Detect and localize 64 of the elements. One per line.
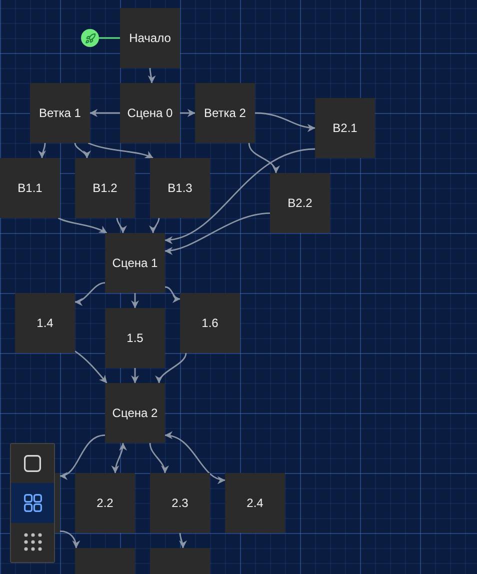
process-box [150,473,210,533]
node-label: Ветка 1 [39,106,81,120]
node-label: Сцена 0 [127,106,173,120]
process-box [105,308,165,368]
node-label: 2.4 [246,496,264,510]
connector-line [99,37,120,39]
arrow [112,442,127,474]
arrow [164,432,226,484]
process-box [15,293,75,353]
node-label: 1.4 [36,316,54,330]
node-label: B2.2 [288,196,312,210]
node-label: Начало [129,31,171,45]
process-box [195,83,255,143]
arrow [164,148,316,244]
arrow [131,293,139,308]
arrow [248,142,279,174]
arrow [58,217,108,234]
process-box [180,293,240,353]
arrow [164,212,270,254]
process-box [150,548,210,574]
process-box [0,158,60,218]
arrow [74,350,108,384]
arrow [38,142,46,158]
process-box [55,473,60,533]
node-label: B1.3 [168,181,192,195]
process-box [30,83,90,143]
node-label: 2.3 [172,496,188,510]
arrow [254,112,316,132]
arrow [88,142,154,159]
process-box [120,8,180,68]
arrow [150,218,160,234]
node-label: 1.5 [126,331,144,345]
arrow [90,109,120,117]
arrow [164,286,180,302]
node-label: 1.6 [202,316,218,330]
arrow [131,368,139,384]
node-label: Ветка 2 [204,106,246,120]
arrow [156,352,187,384]
process-box [225,473,285,533]
arrow [178,532,187,548]
arrow [74,282,106,305]
arrow [74,142,90,158]
node-label: B2.1 [332,121,358,135]
node-label: Сцена 1 [112,256,158,270]
arrow [180,109,196,117]
arrow [149,442,168,474]
arrow [148,68,156,84]
node-label: B1.1 [18,181,42,195]
process-box [120,83,180,143]
arrow [116,218,126,234]
process-box [105,383,165,443]
node-label: 2.2 [96,496,114,510]
arrow [60,434,106,479]
process-box [105,233,165,293]
rocket-icon [81,29,99,47]
process-box [270,173,330,233]
process-box [315,98,375,158]
process-box [75,548,135,574]
process-box [75,473,135,533]
process-box [150,158,210,218]
arrow [60,530,80,548]
process-box [75,158,135,218]
node-label: Сцена 2 [112,406,158,420]
node-label: B1.2 [92,181,118,195]
